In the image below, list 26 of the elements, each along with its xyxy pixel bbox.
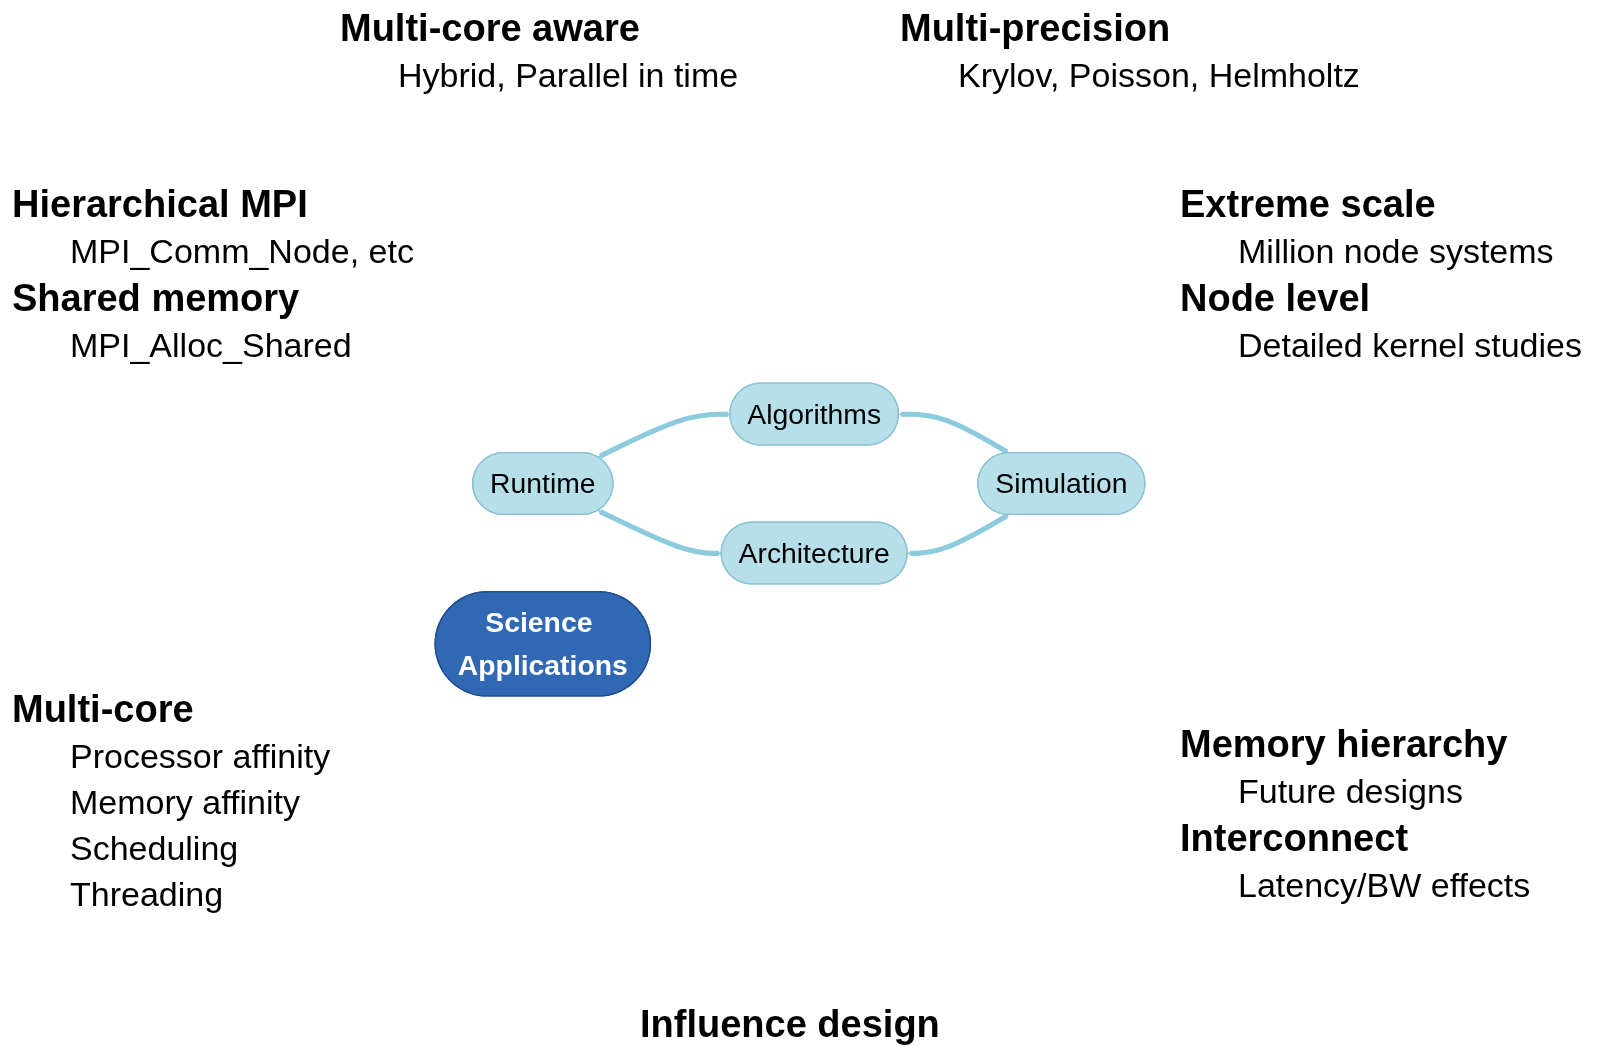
heading-label: Extreme scale [1180,182,1436,227]
detail-label: Future designs [1237,771,1463,812]
detail-label: Million node systems [1237,231,1554,272]
heading-label: Multi-core [12,687,194,732]
heading-label: Influence design [640,1002,940,1047]
heading-label: Shared memory [12,276,300,321]
detail-label: Scheduling [69,828,239,869]
detail-label: Detailed kernel studies [1237,325,1582,366]
heading-label: Interconnect [1180,816,1409,861]
arrow [898,411,1010,455]
heading-label: Hierarchical MPI [12,182,308,227]
arrow [907,514,1010,557]
detail-label: MPI_Comm_Node, etc [69,231,414,272]
heading-label: Multi-core aware [340,6,640,51]
detail-label: Latency/BW effects [1237,865,1531,906]
heading-label: Multi-precision [900,6,1171,51]
arrow [597,411,731,459]
detail-label: Hybrid, Parallel in time [397,55,739,96]
detail-label: Krylov, Poisson, Helmholtz [957,55,1360,96]
arrow [597,509,722,557]
detail-label: MPI_Alloc_Shared [69,325,352,366]
detail-label: Memory affinity [69,782,300,823]
heading-label: Memory hierarchy [1180,722,1508,767]
heading-label: Node level [1180,276,1371,321]
detail-label: Processor affinity [69,736,331,777]
detail-label: Threading [69,874,224,915]
